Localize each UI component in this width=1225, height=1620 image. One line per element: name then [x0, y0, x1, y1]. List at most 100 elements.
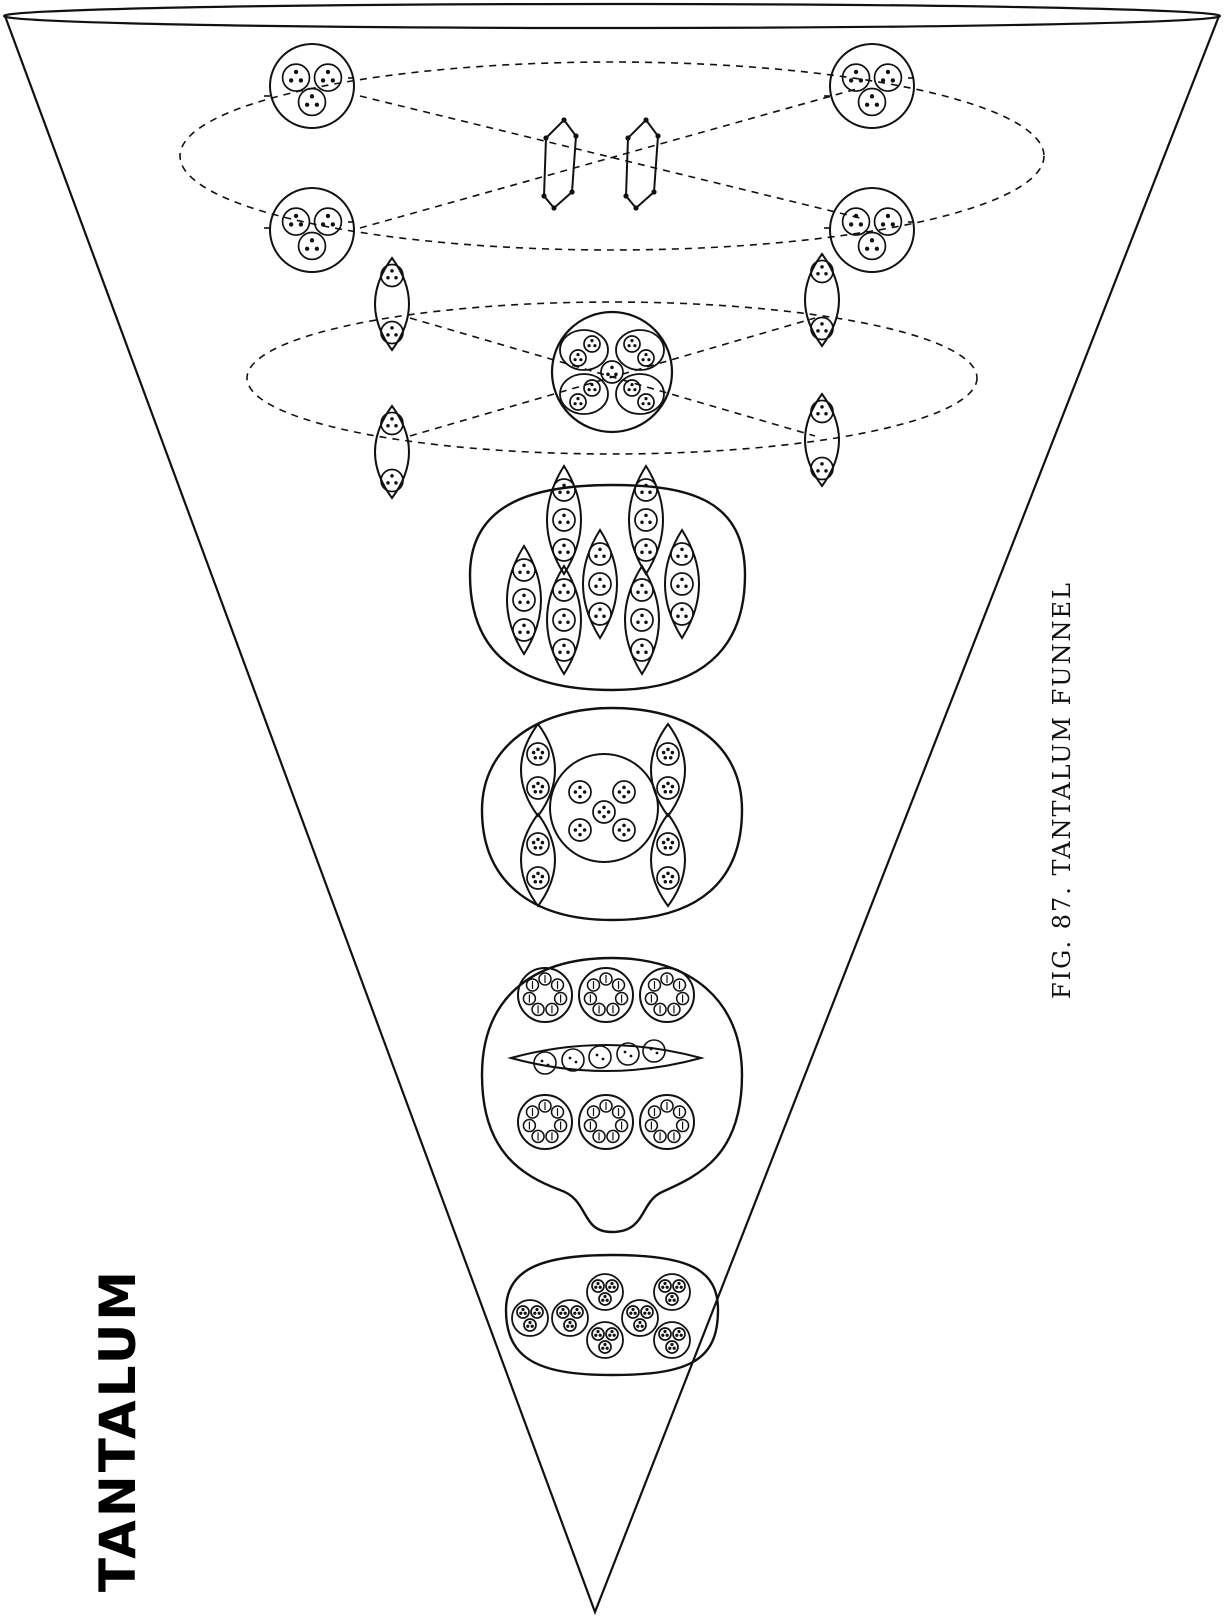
triple-unit [281, 207, 311, 236]
unit-dot [330, 78, 335, 83]
ring-member [660, 1099, 674, 1113]
unit-dot [523, 1311, 527, 1315]
unit-dot [538, 755, 543, 760]
cluster-lens-unit [630, 608, 654, 632]
unit-dot [386, 481, 390, 485]
unit-dot [390, 269, 394, 273]
unit-dot [820, 405, 824, 409]
hexagon-vertex [625, 135, 631, 141]
unit-dot [596, 1281, 600, 1286]
unit-dot [648, 520, 652, 525]
unit-dot [536, 781, 540, 786]
unit-dot [610, 1281, 614, 1286]
cross-lens [650, 722, 686, 818]
lens-orbit-top-left [374, 256, 410, 352]
unit-dot [573, 828, 578, 832]
ring-member [611, 978, 626, 992]
unit-dot [521, 1307, 525, 1312]
bottom-unit [640, 1305, 654, 1319]
unit-dot [677, 1281, 681, 1286]
hexagon-vertex [551, 205, 557, 211]
bottom-group [653, 1321, 691, 1359]
unit-dot [644, 353, 648, 357]
unit-dot [644, 590, 648, 595]
unit-dot [608, 1285, 612, 1289]
unit-dot [644, 620, 648, 625]
unit-dot [824, 272, 828, 276]
lobe-unit [637, 349, 655, 367]
unit-dot [612, 1333, 616, 1337]
bottom-unit [563, 1318, 577, 1332]
central-lobe [615, 373, 665, 415]
unit-dot [314, 102, 320, 107]
unit-dot [679, 1285, 683, 1289]
unit-dot [320, 78, 326, 83]
cross-lens-unit [656, 866, 680, 890]
unit-dot [680, 607, 684, 612]
ring-member [586, 1105, 601, 1119]
funnel-rim [2, 2, 1222, 30]
dumbbell-dot [574, 1060, 578, 1064]
unit-dot [816, 272, 820, 276]
unit-dot [579, 402, 583, 406]
bottom-group [621, 1299, 659, 1337]
unit-dot [663, 1329, 667, 1334]
unit-dot [647, 402, 651, 406]
bottom-oval-outline [504, 1253, 720, 1377]
unit-dot [610, 1329, 614, 1334]
bottom-group [511, 1299, 549, 1337]
core-unit [568, 780, 592, 804]
unit-dot [675, 1333, 679, 1337]
unit-dot [390, 326, 394, 330]
ring-member [583, 991, 598, 1006]
lens-unit [380, 468, 404, 493]
ring-member [599, 1099, 613, 1113]
lobe-unit [583, 379, 601, 397]
unit-dot [563, 1311, 567, 1315]
unit-dot [394, 424, 398, 428]
ring-member [522, 991, 537, 1006]
unit-dot [566, 620, 570, 625]
unit-dot [587, 344, 591, 348]
ring-member [675, 991, 690, 1006]
lower-orbit-ellipse [246, 301, 978, 455]
unit-dot [630, 339, 634, 343]
lens-unit [810, 399, 834, 424]
unit-dot [626, 828, 631, 832]
lens-unit [380, 263, 404, 288]
unit-dot [320, 222, 326, 227]
unit-dot [314, 246, 320, 251]
unit-dot [602, 614, 606, 619]
unit-dot [566, 590, 570, 595]
unit-dot [606, 372, 610, 377]
cluster-lens-unit [588, 572, 612, 596]
unit-dot [644, 543, 648, 548]
unit-dot [325, 213, 331, 219]
ring-group [578, 1094, 634, 1150]
unit-dot [644, 483, 648, 488]
unit-dot [663, 789, 668, 794]
unit-dot [661, 840, 666, 845]
ring-member [606, 1002, 620, 1017]
ring-group [517, 1094, 573, 1150]
lens-unit [810, 259, 834, 284]
unit-dot [558, 590, 562, 595]
hexagon-vertex [651, 189, 657, 195]
unit-dot [661, 874, 666, 879]
unit-dot [293, 213, 299, 219]
unit-dot [598, 1333, 602, 1337]
unit-dot [594, 584, 598, 589]
hexagon-vertex [541, 193, 547, 199]
unit-dot [612, 1285, 616, 1289]
unit-dot [640, 550, 644, 555]
cluster-lens [546, 564, 582, 676]
central-orbit-body-outline [550, 310, 674, 434]
unit-dot [864, 102, 870, 107]
cluster-lens-unit [512, 618, 536, 642]
unit-dot [540, 874, 545, 879]
bottom-unit [516, 1305, 530, 1319]
unit-dot [568, 1320, 572, 1325]
hexagon-vertex [655, 133, 661, 139]
unit-dot [670, 784, 675, 789]
